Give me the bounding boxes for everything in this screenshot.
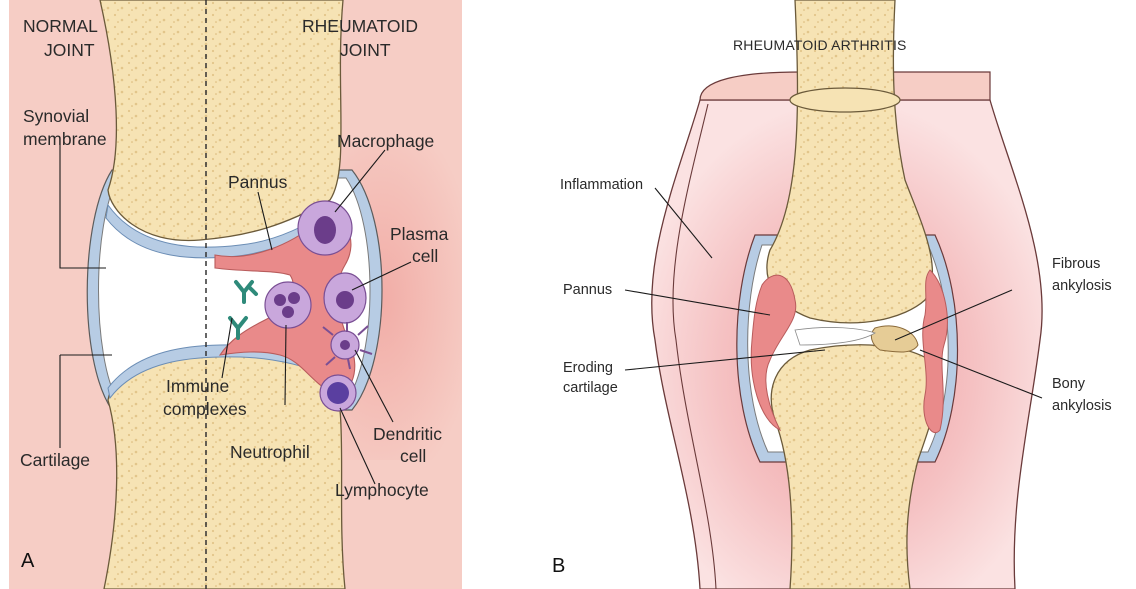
heading-rheumatoid-line1: RHEUMATOID	[302, 16, 418, 36]
lymphocyte-cell	[320, 375, 356, 411]
upper-bone	[100, 0, 343, 240]
label-pannus: Pannus	[228, 172, 288, 192]
label-inflammation: Inflammation	[560, 177, 643, 193]
label-dendritic-line1: Dendritic	[373, 424, 442, 444]
panel-b: RHEUMATOID ARTHRITIS Inflammation Pannus…	[552, 0, 1112, 589]
label-bony-line1: Bony	[1052, 376, 1086, 392]
panel-b-letter: B	[552, 555, 565, 577]
panel-b-title: RHEUMATOID ARTHRITIS	[733, 37, 907, 53]
heading-normal-line2: JOINT	[44, 40, 95, 60]
label-lymphocyte: Lymphocyte	[335, 480, 429, 500]
label-synovial-line2: membrane	[23, 129, 107, 149]
label-eroding-line2: cartilage	[563, 380, 618, 396]
label-dendritic-line2: cell	[400, 446, 426, 466]
panel-a-letter: A	[21, 550, 35, 572]
label-neutrophil: Neutrophil	[230, 442, 310, 462]
label-bony-line2: ankylosis	[1052, 398, 1112, 414]
label-cartilage: Cartilage	[20, 450, 90, 470]
label-plasma-line2: cell	[412, 246, 438, 266]
label-immune-line2: complexes	[163, 399, 247, 419]
plasma-cell	[324, 273, 366, 323]
label-fibrous-line2: ankylosis	[1052, 278, 1112, 294]
label-eroding-line1: Eroding	[563, 360, 613, 376]
label-pannus-b: Pannus	[563, 282, 612, 298]
label-macrophage: Macrophage	[337, 131, 434, 151]
heading-normal-line1: NORMAL	[23, 16, 98, 36]
macrophage-cell	[298, 201, 352, 255]
neutrophil-cell	[265, 282, 311, 328]
label-plasma-line1: Plasma	[390, 224, 449, 244]
label-synovial-line1: Synovial	[23, 106, 89, 126]
heading-rheumatoid-line2: JOINT	[340, 40, 391, 60]
label-fibrous-line1: Fibrous	[1052, 256, 1100, 272]
panel-a: NORMAL JOINT RHEUMATOID JOINT Synovial m…	[9, 0, 462, 589]
label-immune-line1: Immune	[166, 376, 229, 396]
